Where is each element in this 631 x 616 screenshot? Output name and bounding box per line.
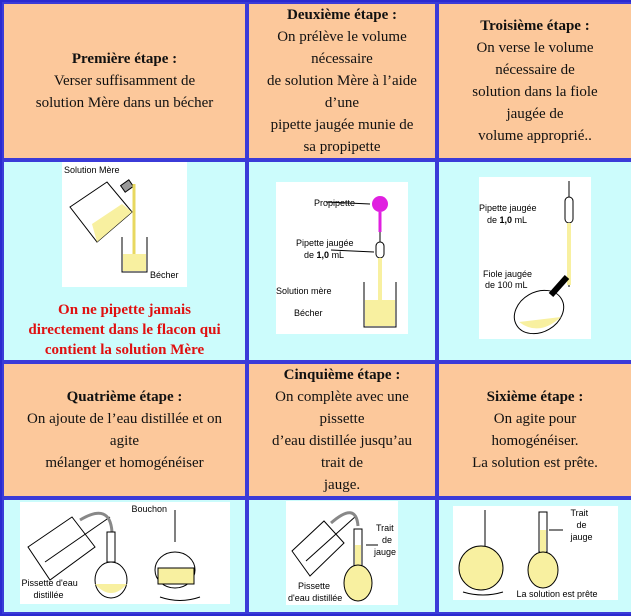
label-becher: Bécher	[150, 270, 179, 280]
step-4-text: Quatrième étape : On ajoute de l’eau dist…	[2, 362, 247, 498]
label-pissette: Pissette d'eau	[21, 577, 78, 588]
pipette-flask-illustration: Pipette jaugée de 1,0 mL Fiole jaugée de…	[479, 176, 591, 339]
step-line: jauge.	[323, 477, 361, 493]
step-line: nécessaire	[311, 51, 373, 67]
label-pipette: Pipette jaugée	[479, 202, 537, 213]
step-5-text: Cinquième étape : On complète avec une pis…	[247, 362, 437, 498]
label-pipette-volume: de 1,0 mL	[304, 249, 345, 260]
label-trait-3: jauge	[374, 546, 397, 557]
label-trait: Trait	[376, 522, 394, 533]
volumetric-flask-icon	[458, 509, 563, 595]
label-fiole: Fiole jaugée	[483, 268, 533, 279]
warning-text: On ne pipette jamais directement dans le …	[4, 300, 245, 360]
step-line: d’eau distillée jusqu’au	[272, 433, 412, 449]
label-bouchon: Bouchon	[131, 503, 168, 514]
step-2-figure: Propipette Pipette jaugée de 1,0 mL Solu…	[247, 160, 437, 362]
step-3-figure: Pipette jaugée de 1,0 mL Fiole jaugée de…	[437, 160, 631, 362]
volumetric-flask-icon	[513, 180, 574, 334]
step-5-figure: Trait de jauge Pissette d'eau distillée	[247, 498, 437, 614]
step-2-text: Deuxième étape : On prélève le volume néce…	[247, 2, 437, 160]
step-line: On verse le volume	[476, 40, 594, 56]
bottle-beaker-illustration: Solution Mère Bécher	[62, 162, 187, 287]
step-6-figure: Trait de jauge La solution est prête	[437, 498, 631, 614]
step-title: Quatrième étape :	[66, 389, 183, 405]
step-1-text: Première étape : Verser suffisamment de so…	[2, 2, 247, 160]
step-line: On ajoute de l’eau distillée et on	[27, 411, 222, 427]
step-line: solution dans la fiole	[472, 84, 598, 100]
label-pipette-volume: de 1,0 mL	[487, 214, 528, 225]
shaken-flask-illustration: Trait de jauge La solution est prête	[452, 505, 618, 600]
step-line: nécessaire de	[495, 62, 575, 78]
step-title: Première étape :	[71, 51, 178, 67]
label-pissette-2: distillée	[33, 589, 64, 600]
label-trait-2: de	[576, 519, 587, 530]
step-line: agite	[109, 433, 140, 449]
step-title: Cinquième étape :	[283, 367, 401, 383]
wash-bottle-flask-icon	[26, 509, 200, 601]
step-line: de solution Mère à l’aide	[267, 73, 417, 89]
step-line: On prélève le volume	[277, 29, 407, 45]
step-line: On agite pour	[493, 411, 577, 427]
step-4-figure: Bouchon Pissette d'eau distillée	[2, 498, 247, 614]
label-pipette: Pipette jaugée	[296, 237, 354, 248]
pipette-icon	[325, 195, 397, 327]
step-line: pipette jaugée munie de	[270, 117, 414, 133]
step-title: Troisième étape :	[480, 18, 590, 34]
step-line: homogénéiser.	[491, 433, 579, 449]
step-line: On complète avec une	[275, 389, 409, 405]
warning-line: contient la solution Mère	[44, 342, 205, 358]
step-6-text: Sixième étape : On agite pour homogénéiser…	[437, 362, 631, 498]
label-trait-3: jauge	[570, 531, 593, 542]
label-propipette: Propipette	[314, 197, 356, 208]
warning-line: directement dans le flacon qui	[28, 322, 221, 338]
step-line: pissette	[319, 411, 365, 427]
label-fiole-volume: de 100 mL	[485, 279, 528, 290]
label-solution-mere: Solution Mère	[64, 165, 120, 175]
label-trait-2: de	[382, 534, 393, 545]
fill-to-mark-illustration: Trait de jauge Pissette d'eau distillée	[286, 500, 398, 605]
step-1-figure: Solution Mère Bécher On ne pipette jamai…	[2, 160, 247, 362]
step-line: trait de	[320, 455, 364, 471]
step-line: d’une	[324, 95, 360, 111]
label-solution-ready: La solution est prête	[516, 588, 598, 599]
wash-bottle-shake-illustration: Bouchon Pissette d'eau distillée	[19, 501, 230, 604]
pipette-propipette-illustration: Propipette Pipette jaugée de 1,0 mL Solu…	[276, 181, 408, 334]
step-line: mélanger et homogénéiser	[45, 455, 204, 471]
step-line: La solution est prête.	[472, 455, 598, 471]
step-line: solution Mère dans un bécher	[35, 95, 214, 111]
step-title: Sixième étape :	[486, 389, 584, 405]
label-trait: Trait	[570, 507, 589, 518]
step-title: Deuxième étape :	[287, 7, 397, 23]
label-solution-mere: Solution mère	[276, 285, 332, 296]
step-line: jaugée de	[506, 106, 564, 122]
step-line: sa propipette	[303, 139, 381, 155]
step-3-text: Troisième étape : On verse le volume néces…	[437, 2, 631, 160]
step-line: volume approprié..	[478, 128, 592, 144]
warning-line: On ne pipette jamais	[58, 302, 191, 318]
label-pissette-2: d'eau distillée	[288, 592, 343, 603]
label-becher: Bécher	[294, 307, 323, 318]
pouring-bottle-icon	[69, 179, 148, 273]
step-line: Verser suffisamment de	[53, 73, 196, 89]
